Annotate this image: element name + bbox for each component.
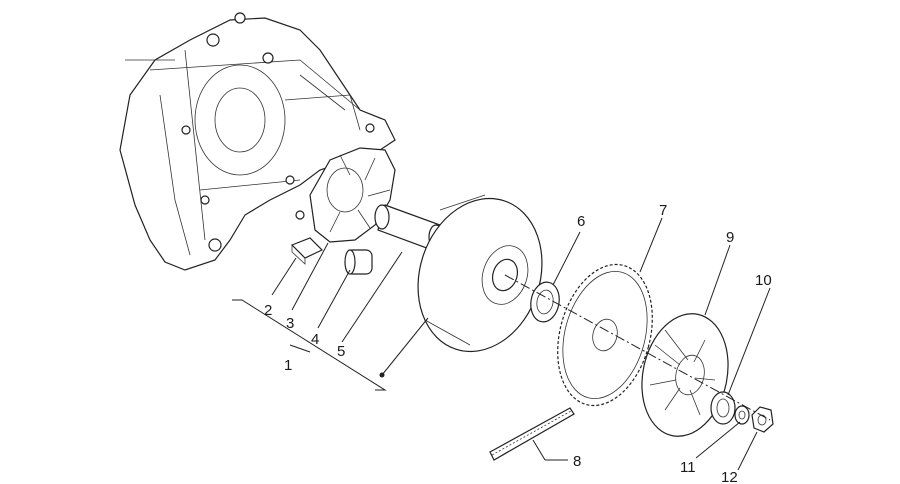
part-8-belt — [489, 407, 575, 461]
label-10: 10 — [755, 272, 772, 289]
part-7-ring-gear — [557, 263, 653, 407]
label-5: 5 — [337, 343, 345, 360]
part-10-bearing — [710, 391, 736, 425]
label-3: 3 — [286, 315, 294, 332]
label-11: 11 — [680, 459, 696, 476]
part-2-slider — [290, 237, 324, 265]
label-4: 4 — [311, 331, 319, 348]
label-6: 6 — [577, 213, 585, 230]
label-2: 2 — [264, 302, 272, 319]
label-12: 12 — [721, 469, 738, 484]
drive-pulley-half — [417, 194, 543, 353]
label-9: 9 — [726, 229, 734, 246]
part-3-ramp-plate — [309, 147, 396, 243]
label-1: 1 — [284, 357, 292, 374]
assembly-axis-line — [504, 274, 771, 421]
label-8: 8 — [573, 453, 581, 470]
part-4-roller — [344, 249, 373, 275]
part-9-fan-pulley — [641, 313, 729, 437]
label-7: 7 — [659, 202, 667, 219]
part-11-washer — [734, 405, 750, 425]
group-1-bracket — [232, 299, 387, 391]
part-12-nut — [751, 406, 774, 433]
engine-crankcase — [119, 12, 396, 271]
leader-lines — [271, 217, 771, 471]
